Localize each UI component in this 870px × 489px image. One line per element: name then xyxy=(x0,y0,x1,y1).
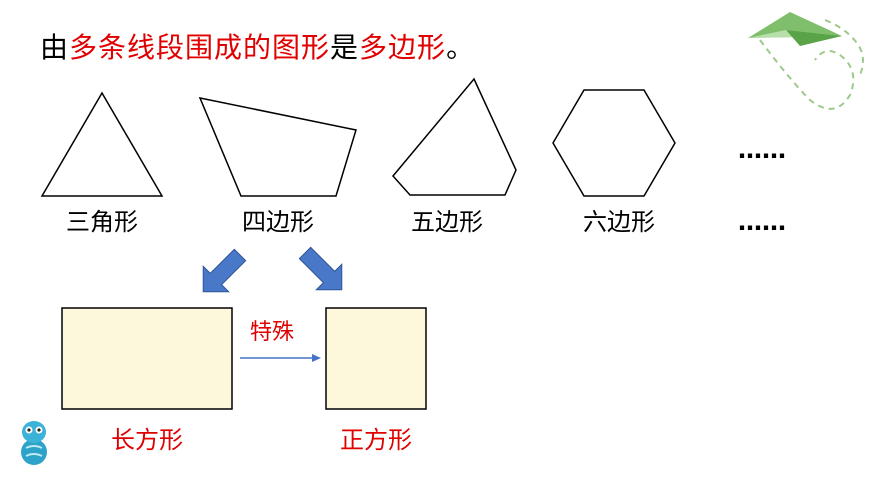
title-highlight-1: 多条线段围成的图形 xyxy=(69,31,331,64)
hexagon-label: 六边形 xyxy=(583,208,655,236)
special-arrow xyxy=(240,354,321,362)
arrow-to-rectangle xyxy=(202,248,247,293)
title-part-5: 。 xyxy=(446,31,476,64)
quadrilateral-label: 四边形 xyxy=(242,208,314,236)
ellipsis-top: …… xyxy=(738,136,786,164)
special-arrow-label: 特殊 xyxy=(250,320,295,345)
pentagon-shape xyxy=(392,77,517,196)
quadrilateral-shape xyxy=(198,96,357,197)
page-title: 由多条线段围成的图形是多边形。 xyxy=(40,28,475,68)
title-highlight-2: 多边形 xyxy=(359,31,447,64)
ellipsis-bottom: …… xyxy=(738,208,786,236)
title-part-1: 由 xyxy=(40,31,70,64)
cartoon-mascot-icon xyxy=(21,421,47,465)
paper-plane-icon xyxy=(748,12,864,110)
title-part-3: 是 xyxy=(330,31,360,64)
hexagon-shape xyxy=(552,89,676,197)
arrow-to-square xyxy=(298,246,343,291)
rectangle-shape xyxy=(61,307,233,410)
square-shape xyxy=(325,307,427,410)
pentagon-label: 五边形 xyxy=(411,208,483,236)
triangle-label: 三角形 xyxy=(66,208,138,236)
rectangle-label: 长方形 xyxy=(111,426,183,454)
square-label: 正方形 xyxy=(340,426,412,454)
triangle-shape xyxy=(40,91,164,197)
